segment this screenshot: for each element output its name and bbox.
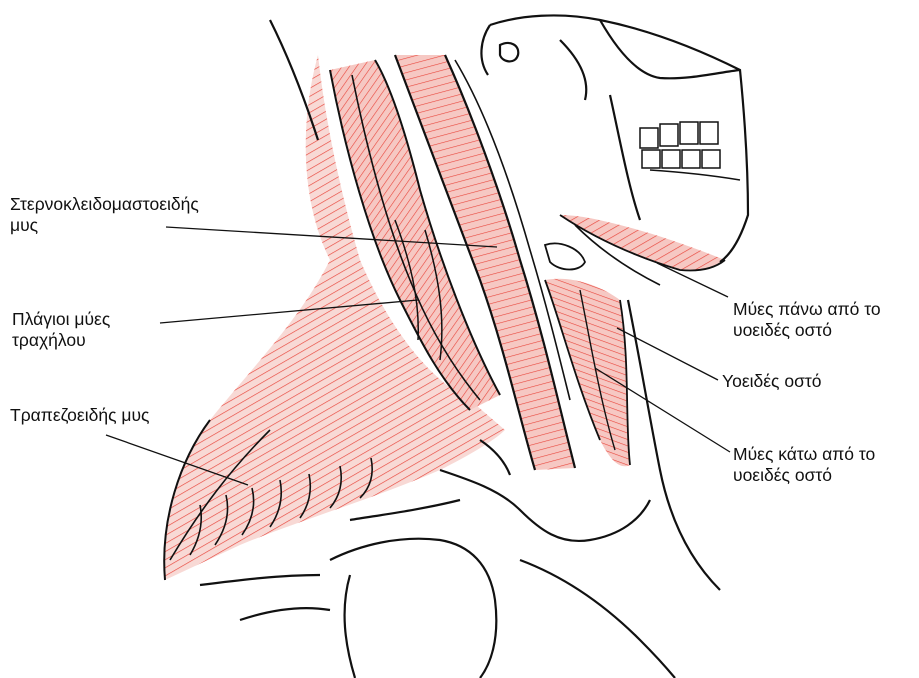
label-trapezius-line1: Τραπεζοειδής μυς bbox=[10, 405, 149, 426]
label-infrahyoid-line1: Μύες κάτω από το bbox=[733, 444, 875, 465]
label-scalenes-line1: Πλάγιοι μύες bbox=[12, 309, 110, 330]
label-trapezius: Τραπεζοειδής μυς bbox=[10, 405, 149, 426]
suprahyoid-muscles bbox=[560, 215, 725, 285]
label-sternocleidomastoid: Στερνοκλειδομαστοειδής μυς bbox=[10, 194, 199, 236]
label-scalenes-line2: τραχήλου bbox=[12, 330, 110, 351]
label-scalenes: Πλάγιοι μύες τραχήλου bbox=[12, 309, 110, 351]
label-suprahyoid-line1: Μύες πάνω από το bbox=[733, 299, 881, 320]
label-infrahyoid: Μύες κάτω από το υοειδές οστό bbox=[733, 444, 875, 486]
label-hyoid-line1: Υοειδές οστό bbox=[722, 371, 822, 392]
label-infrahyoid-line2: υοειδές οστό bbox=[733, 465, 875, 486]
label-suprahyoid: Μύες πάνω από το υοειδές οστό bbox=[733, 299, 881, 341]
label-sternocleidomastoid-line1: Στερνοκλειδομαστοειδής bbox=[10, 194, 199, 215]
label-hyoid: Υοειδές οστό bbox=[722, 371, 822, 392]
hyoid-bone bbox=[545, 244, 585, 270]
label-sternocleidomastoid-line2: μυς bbox=[10, 215, 199, 236]
leader-line-hyoid bbox=[617, 328, 718, 380]
label-suprahyoid-line2: υοειδές οστό bbox=[733, 320, 881, 341]
